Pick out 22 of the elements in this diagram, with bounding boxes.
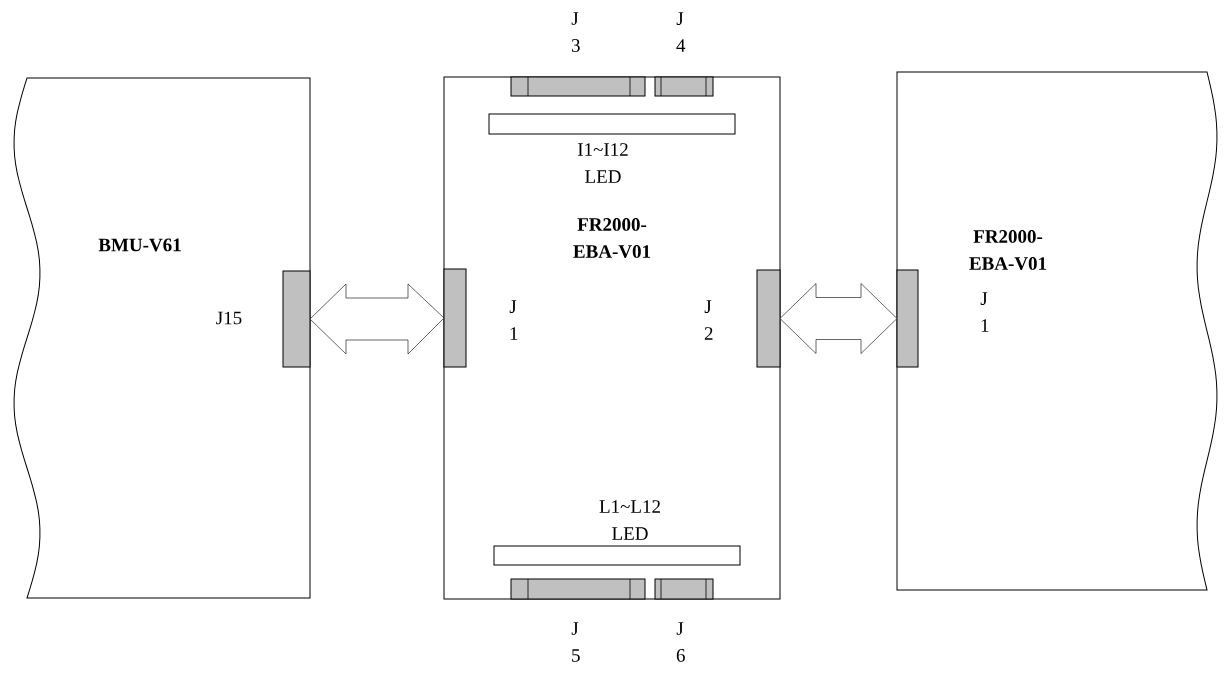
- led-label: I1~I12 LED: [578, 143, 628, 183]
- connector-label: J 3: [571, 12, 580, 52]
- connector-label: J15: [216, 311, 242, 325]
- led-bar: [488, 113, 736, 135]
- led-bar: [493, 545, 741, 566]
- connector: [282, 270, 311, 368]
- double-arrow: [779, 283, 898, 354]
- double-arrow: [309, 283, 445, 355]
- connector: [756, 269, 781, 368]
- connector-label: J 4: [676, 12, 686, 52]
- led-label: L1~L12 LED: [599, 500, 660, 540]
- connector-label: J 1: [509, 300, 518, 340]
- connector-label: J 6: [676, 622, 685, 662]
- connector-label: J 5: [571, 622, 580, 662]
- connector: [510, 76, 646, 97]
- connector-label: J 1: [980, 292, 989, 332]
- connector: [510, 578, 646, 600]
- connector: [443, 268, 467, 368]
- connector-label: J 2: [704, 300, 713, 340]
- connector: [654, 76, 714, 97]
- connector: [896, 269, 919, 368]
- connector: [654, 578, 714, 600]
